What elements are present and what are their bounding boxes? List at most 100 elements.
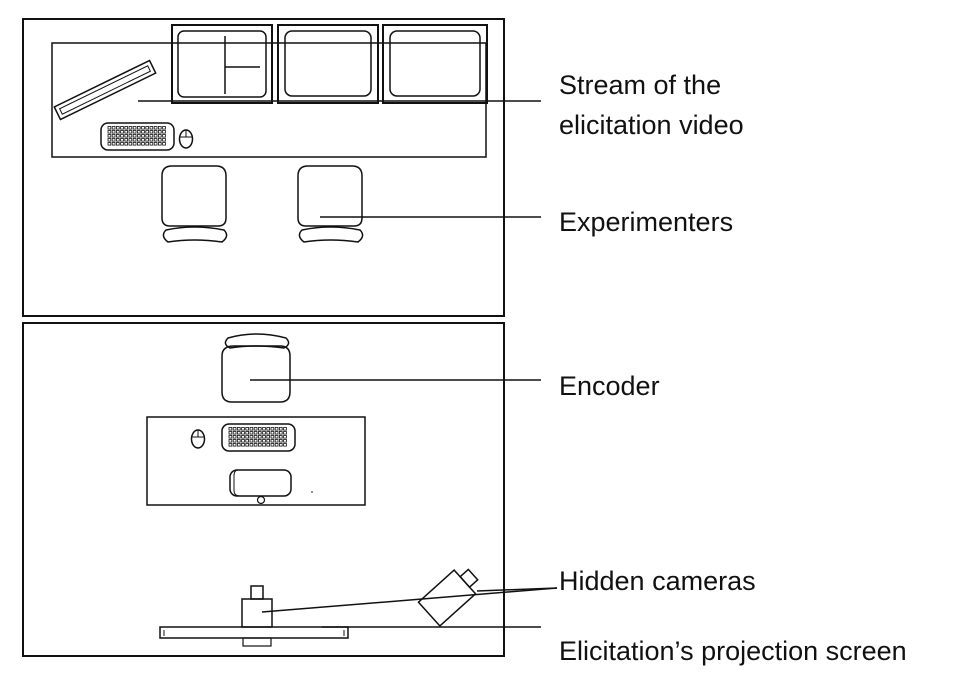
chair-icon	[161, 165, 228, 243]
keyboard-key	[124, 130, 129, 134]
keyboard-key	[145, 142, 150, 146]
keyboard-key	[145, 130, 150, 134]
keyboard-key	[266, 443, 270, 447]
keyboard-key	[274, 439, 279, 443]
keyboard-key	[128, 142, 133, 146]
keyboard-key	[157, 138, 162, 142]
keyboard-key	[232, 443, 237, 447]
keyboard-key	[153, 134, 158, 138]
keyboard-key	[274, 427, 279, 431]
keyboard-key	[262, 443, 266, 447]
keyboard-key	[162, 138, 166, 142]
keyboard-key	[278, 439, 283, 443]
keyboard-key	[128, 134, 133, 138]
keyboard-key	[120, 138, 124, 142]
camera-icon	[417, 568, 479, 628]
keyboard-key	[249, 443, 254, 447]
keyboard-key	[249, 439, 254, 443]
keyboard-key	[149, 126, 154, 130]
label-stream-line1: Stream of the	[559, 70, 722, 100]
keyboard-key	[236, 431, 241, 435]
keyboard-key	[136, 134, 141, 138]
keyboard-key	[249, 427, 254, 431]
control-room-outline	[22, 18, 505, 317]
label-hidden-cameras: Hidden cameras	[559, 566, 756, 596]
keyboard-key	[116, 138, 120, 142]
keyboard-key	[232, 435, 237, 439]
keyboard-key	[120, 130, 124, 134]
keyboard-key	[145, 134, 150, 138]
keyboard-key	[107, 134, 112, 138]
keyboard-key	[153, 138, 158, 142]
leader-hidden-camera-front	[261, 587, 558, 613]
keyboard-key	[253, 439, 258, 443]
keyboard-key	[278, 435, 283, 439]
keyboard-key	[157, 134, 162, 138]
monitor-icon	[382, 24, 488, 104]
label-experimenters: Experimenters	[559, 207, 734, 237]
keyboard-key	[245, 443, 250, 447]
keyboard-key	[116, 130, 120, 134]
keyboard-key	[228, 427, 233, 431]
keyboard-key	[283, 435, 287, 439]
keyboard-key	[128, 138, 133, 142]
keyboard-key	[141, 142, 145, 146]
keyboard-key	[149, 138, 154, 142]
keyboard-key	[111, 138, 116, 142]
keyboard-key	[157, 126, 162, 130]
keyboard-key	[132, 138, 137, 142]
keyboard-key	[120, 126, 124, 130]
keyboard-key	[241, 439, 245, 443]
leader-lines	[138, 100, 558, 628]
keyboard-key	[266, 427, 270, 431]
keyboard-key	[274, 443, 279, 447]
label-stream-line2: elicitation video	[559, 110, 744, 140]
keyboard-key	[162, 134, 166, 138]
keyboard-key	[257, 439, 262, 443]
keyboard-key	[270, 443, 275, 447]
keyboard-key	[107, 126, 112, 130]
keyboard-key	[245, 435, 250, 439]
keyboard-key	[111, 134, 116, 138]
keyboard-key	[270, 431, 275, 435]
keyboard-key	[283, 431, 287, 435]
dot-mark	[311, 491, 313, 493]
keyboard-key	[157, 130, 162, 134]
keyboard-key	[128, 126, 133, 130]
keyboard-key	[241, 427, 245, 431]
keyboard-key	[262, 439, 266, 443]
keyboard-key	[245, 439, 250, 443]
keyboard-key	[116, 142, 120, 146]
keyboard-key	[128, 130, 133, 134]
keyboard-key	[111, 142, 116, 146]
keyboard-key	[283, 443, 287, 447]
keyboard-key	[283, 439, 287, 443]
keyboard-key	[124, 126, 129, 130]
keyboard-key	[153, 130, 158, 134]
keyboard-key	[249, 435, 254, 439]
projection-screen-icon	[159, 626, 349, 647]
chair-icon	[297, 165, 364, 243]
leader-hidden-camera-side	[476, 587, 558, 592]
keyboard-key	[149, 142, 154, 146]
keyboard-key	[241, 435, 245, 439]
keyboard-key	[228, 431, 233, 435]
keyboard-key	[145, 138, 150, 142]
keyboard-key	[228, 439, 233, 443]
keyboard-key	[132, 142, 137, 146]
keyboard-key	[236, 439, 241, 443]
keyboard-key	[262, 427, 266, 431]
keyboard-key	[249, 431, 254, 435]
keyboard-key	[270, 427, 275, 431]
keyboard-key	[141, 134, 145, 138]
keyboard-key	[236, 443, 241, 447]
control-desk	[51, 42, 487, 158]
keyboard-key	[153, 126, 158, 130]
keyboard-key	[278, 427, 283, 431]
keyboard-icon	[100, 122, 175, 151]
keyboard-key	[141, 126, 145, 130]
keyboard-key	[241, 431, 245, 435]
keyboard-key	[111, 126, 116, 130]
laptop-icon	[229, 469, 292, 505]
